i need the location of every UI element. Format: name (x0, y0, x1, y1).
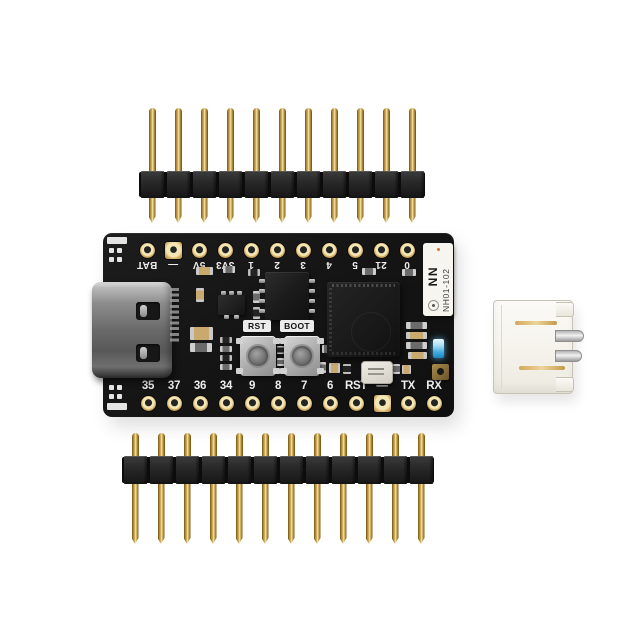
jst-pin-2 (555, 350, 582, 362)
rst-button (236, 336, 280, 376)
header-pin (139, 108, 165, 223)
pin-hole (217, 242, 233, 258)
rgb-led (432, 364, 449, 380)
header-pin (226, 433, 252, 544)
jst-pin-1 (555, 330, 584, 342)
antenna-label: NN NH01-102 (423, 243, 453, 316)
pin-hole-square-pad (373, 394, 391, 412)
header-pin (148, 433, 174, 544)
usb-solder-pads (170, 288, 179, 344)
blue-led (433, 339, 444, 358)
regulator-chip (218, 291, 245, 319)
pin-header-plastic-strip (122, 457, 434, 483)
header-pin (252, 433, 278, 544)
header-pin (122, 433, 148, 544)
boot-button-label: BOOT (280, 320, 314, 332)
pin-hole (192, 395, 208, 411)
pin-hole (347, 242, 363, 258)
header-pin (321, 108, 347, 223)
pin-hole (373, 242, 389, 258)
pin-hole (348, 395, 364, 411)
crystal-oscillator (361, 361, 393, 384)
pin-label: TX (400, 380, 416, 392)
jst-contact-bottom (519, 366, 565, 370)
pin-hole (322, 395, 338, 411)
pin-hole (426, 395, 442, 411)
pin-hole (295, 242, 311, 258)
pin-hole (191, 242, 207, 258)
rst-label-text: RST (248, 321, 266, 331)
header-pin (243, 108, 269, 223)
pin-hole (166, 395, 182, 411)
pin-label: 2 (274, 259, 280, 270)
pin-label: 36 (193, 380, 207, 392)
esp32-module (327, 282, 400, 357)
boot-label-text: BOOT (284, 321, 310, 331)
header-pin (200, 433, 226, 544)
header-pin (295, 108, 321, 223)
header-pin (347, 108, 373, 223)
pin-hole (399, 242, 415, 258)
pin-hole-square-pad (164, 241, 182, 259)
header-pin (269, 108, 295, 223)
pin-hole (218, 395, 234, 411)
pin-label: 6 (326, 380, 334, 392)
pin-header-bottom (122, 433, 434, 544)
header-pin (356, 433, 382, 544)
pin-hole (244, 395, 260, 411)
pin-hole (400, 395, 416, 411)
header-pin (330, 433, 356, 544)
header-pin (382, 433, 408, 544)
pin-label: 35 (141, 380, 155, 392)
header-pin (304, 433, 330, 544)
soic8-chip (259, 272, 315, 320)
fiducial-mark (428, 300, 439, 311)
header-pin (399, 108, 425, 223)
antenna-part-number: NH01-102 (441, 268, 451, 312)
rst-button-label: RST (243, 320, 271, 332)
pin-hole (243, 242, 259, 258)
pin-label: 7 (300, 380, 308, 392)
pin-label: 3 (300, 259, 306, 270)
header-pin (165, 108, 191, 223)
pin-label: 8 (274, 380, 282, 392)
boot-button (280, 336, 324, 376)
pin-header-top (139, 108, 425, 223)
header-pin (278, 433, 304, 544)
usb-c-latch-bottom (136, 344, 160, 362)
header-pin (174, 433, 200, 544)
pin-hole (140, 395, 156, 411)
pin-hole (270, 395, 286, 411)
label-orange-dot (437, 248, 440, 251)
pin-label: 4 (326, 259, 332, 270)
pin-label: 37 (167, 380, 181, 392)
pin-label: BAT (136, 259, 158, 270)
usb-c-latch-top (136, 302, 160, 320)
pin-label: — (376, 380, 388, 392)
pin-hole (321, 242, 337, 258)
jst-tab-top (556, 302, 574, 317)
usb-c-port (92, 282, 172, 378)
pin-hole (296, 395, 312, 411)
pin-label: RX (426, 380, 442, 392)
antenna-logo: NN (426, 266, 440, 287)
jst-tab-bottom (556, 377, 574, 392)
pin-hole (139, 242, 155, 258)
pin-label: 9 (248, 380, 256, 392)
header-pin (373, 108, 399, 223)
pin-hole (269, 242, 285, 258)
header-pin (408, 433, 434, 544)
header-pin (191, 108, 217, 223)
pin-label: 34 (219, 380, 233, 392)
jst-connector (493, 300, 585, 394)
header-pin (217, 108, 243, 223)
pin-label: — (167, 259, 179, 270)
jst-contact-top (515, 321, 557, 325)
